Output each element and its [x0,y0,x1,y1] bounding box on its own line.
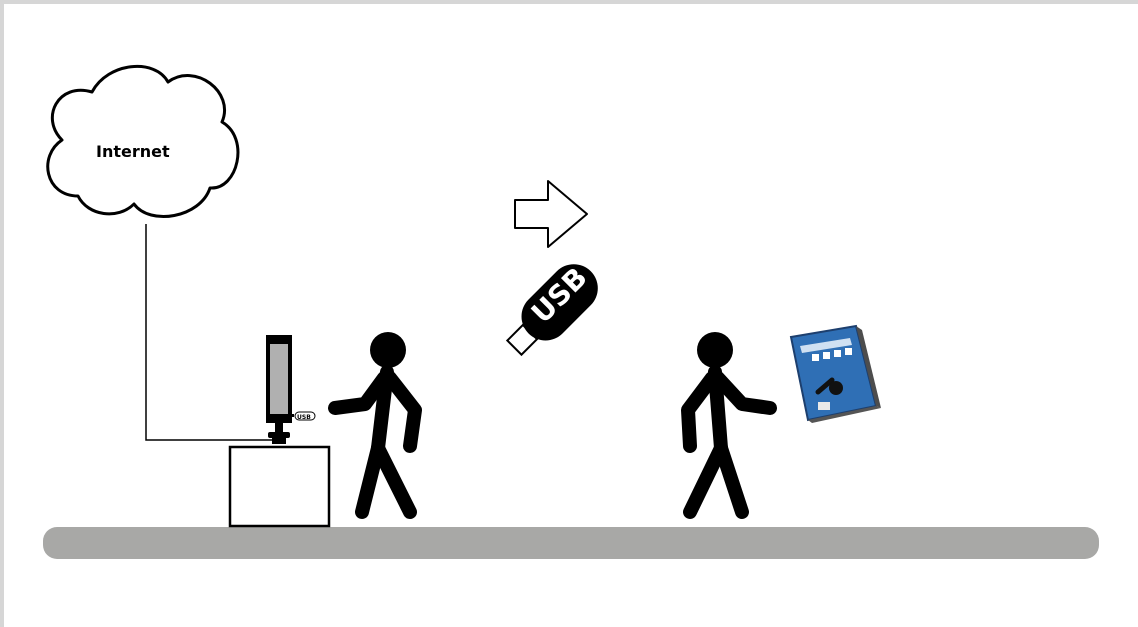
person-head [370,332,406,368]
desk [230,447,329,526]
person-head [697,332,733,368]
floor [43,527,1099,559]
arrow-right-icon [515,181,587,247]
controller-device-icon [791,326,881,423]
person-icon [688,372,770,512]
cloud-label: Internet [96,142,170,161]
monitor-icon [266,335,292,444]
port-label: USB [297,414,311,421]
person-icon [335,372,415,512]
network-cable [146,224,278,440]
